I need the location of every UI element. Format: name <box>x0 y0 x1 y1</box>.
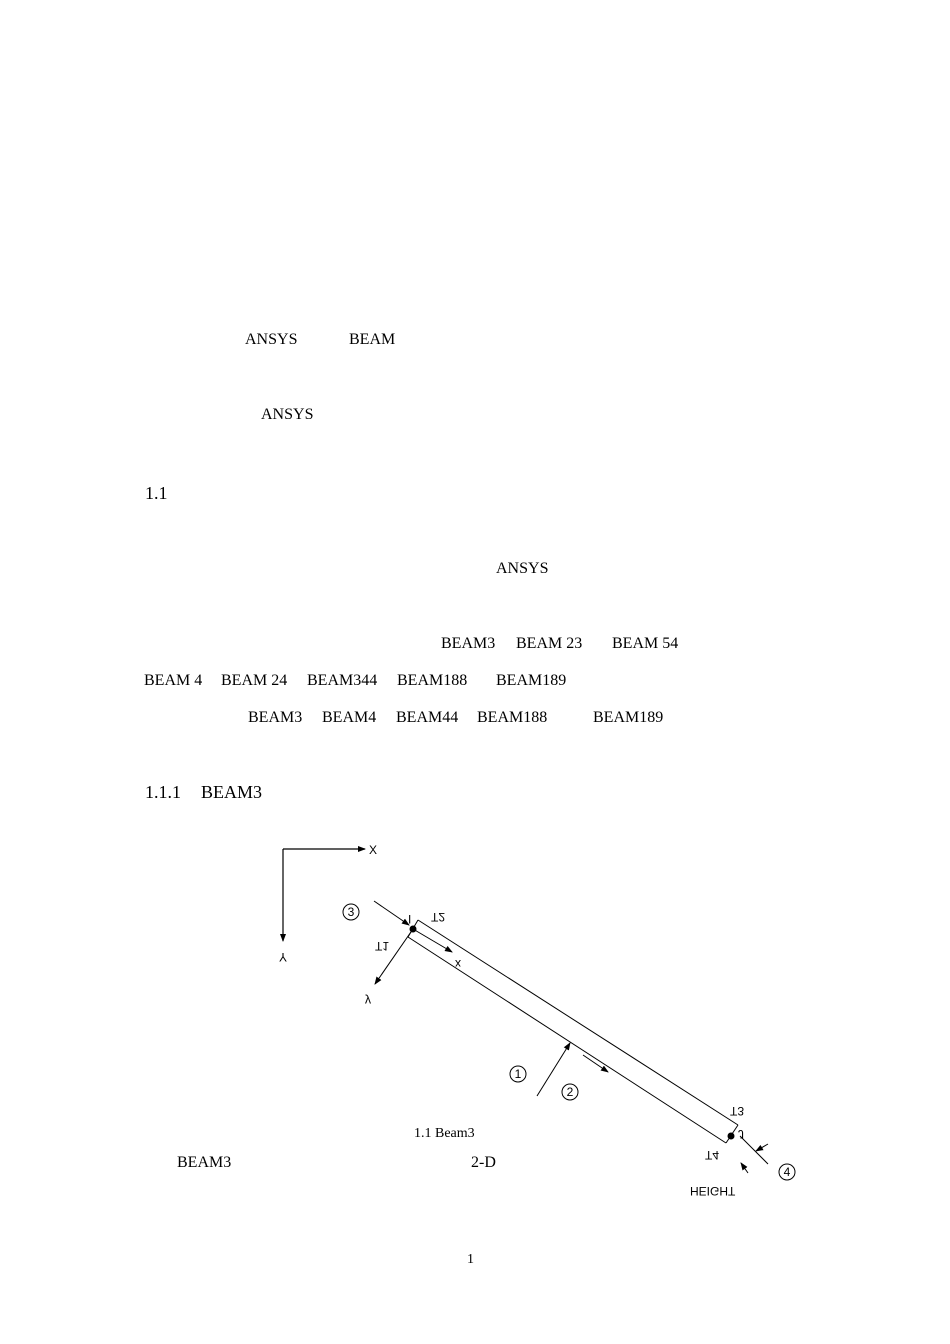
beam-bottom-edge <box>407 936 727 1144</box>
intro-beam: BEAM <box>349 331 396 348</box>
svg-text:2: 2 <box>567 1085 574 1099</box>
t1-label: T1 <box>375 939 389 953</box>
body-2d: 2-D <box>471 1154 496 1171</box>
local-x-axis <box>412 928 453 953</box>
intro-ansys-2: ANSYS <box>261 406 314 423</box>
page-number: 1 <box>467 1252 474 1267</box>
para-ansys: ANSYS <box>496 560 549 577</box>
circled-label-1: 1 <box>509 1065 527 1083</box>
global-y-label: Y <box>279 950 287 964</box>
height-dim-arrow-1 <box>755 1143 769 1152</box>
global-axes: X Y <box>279 843 377 964</box>
axial-load-arrow <box>373 900 410 926</box>
list2-item: BEAM188 <box>397 672 468 689</box>
list1-item: BEAM 54 <box>612 635 679 652</box>
global-x-label: X <box>369 843 377 857</box>
list2-item: BEAM 4 <box>144 672 203 689</box>
circled-label-3: 3 <box>342 903 360 921</box>
circled-label-2: 2 <box>561 1083 579 1101</box>
svg-text:3: 3 <box>348 905 355 919</box>
local-x-label: x <box>455 957 461 971</box>
t2-label: T2 <box>431 910 445 924</box>
circled-label-4: 4 <box>778 1163 796 1181</box>
t3-label: T3 <box>730 1104 744 1118</box>
section-title-beam3: BEAM3 <box>201 782 263 802</box>
local-axes: x y <box>365 928 461 1008</box>
list3-item: BEAM188 <box>477 709 548 726</box>
beam-top-edge <box>417 919 739 1126</box>
list2-item: BEAM 24 <box>221 672 288 689</box>
node-j-label: J <box>738 1127 744 1141</box>
list2-item: BEAM344 <box>307 672 378 689</box>
list1-item: BEAM 23 <box>516 635 583 652</box>
tangential-pressure-arrow <box>582 1054 609 1073</box>
section-heading-1-1: 1.1 <box>145 483 168 503</box>
list3-item: BEAM189 <box>593 709 664 726</box>
list3-item: BEAM3 <box>248 709 303 726</box>
height-dim-arrow-2 <box>740 1162 749 1174</box>
section-number-1-1-1: 1.1.1 <box>145 782 181 802</box>
t4-label: T4 <box>705 1148 719 1162</box>
list3-item: BEAM44 <box>396 709 459 726</box>
height-dim-line <box>739 1135 769 1165</box>
local-y-axis <box>374 928 414 985</box>
load-arrows <box>373 900 769 1174</box>
node-i-label: I <box>408 912 411 926</box>
intro-ansys-1: ANSYS <box>245 331 298 348</box>
body-beam3: BEAM3 <box>177 1154 232 1171</box>
node-j-dot <box>727 1132 735 1140</box>
svg-text:1: 1 <box>515 1067 522 1081</box>
beam-body <box>407 919 739 1144</box>
list3-item: BEAM4 <box>322 709 377 726</box>
local-y-label: y <box>365 994 371 1008</box>
svg-text:4: 4 <box>784 1165 791 1179</box>
list1-item: BEAM3 <box>441 635 496 652</box>
normal-pressure-arrow <box>536 1042 571 1097</box>
figure-caption: 1.1 Beam3 <box>414 1126 475 1141</box>
height-label: HEIGHT <box>690 1184 736 1198</box>
list2-item: BEAM189 <box>496 672 567 689</box>
